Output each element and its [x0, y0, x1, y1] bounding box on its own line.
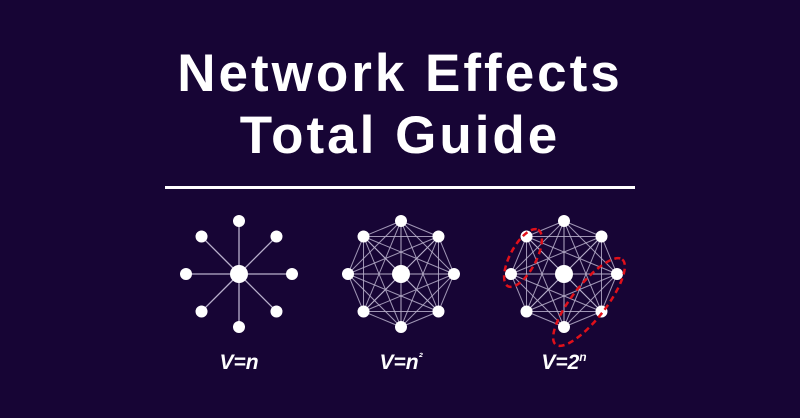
- label-groups: V=2n: [541, 350, 587, 374]
- center-node: [230, 265, 248, 283]
- edge: [601, 273, 618, 312]
- group-outline: [502, 227, 544, 289]
- node: [357, 305, 370, 318]
- node: [558, 321, 570, 333]
- edge: [438, 273, 455, 312]
- center-node: [392, 265, 410, 283]
- edge: [363, 236, 402, 328]
- node: [195, 230, 208, 243]
- edge: [347, 236, 364, 275]
- node: [357, 230, 370, 243]
- edge: [438, 236, 455, 275]
- node: [558, 215, 570, 227]
- node: [432, 305, 445, 318]
- node: [233, 215, 245, 227]
- edge: [363, 220, 402, 237]
- center-node: [555, 265, 573, 283]
- divider: [165, 186, 635, 189]
- edge: [526, 311, 565, 328]
- edge: [510, 273, 527, 312]
- node: [432, 230, 445, 243]
- node: [611, 268, 623, 280]
- label-mesh: V=n²: [379, 350, 423, 374]
- edge: [363, 236, 455, 275]
- node: [270, 305, 283, 318]
- edge: [347, 273, 364, 312]
- node: [395, 215, 407, 227]
- node: [270, 230, 283, 243]
- edge: [563, 220, 602, 237]
- node: [395, 321, 407, 333]
- node: [520, 230, 533, 243]
- label-star: V=n: [219, 351, 259, 374]
- edge: [563, 311, 602, 328]
- title-line-1: Network Effects: [177, 44, 623, 103]
- node: [595, 230, 608, 243]
- edge: [510, 236, 527, 275]
- edge: [400, 220, 439, 237]
- edge: [347, 273, 402, 328]
- edge: [526, 236, 565, 328]
- node: [448, 268, 460, 280]
- edge: [601, 236, 618, 275]
- node: [505, 268, 517, 280]
- edge: [526, 220, 565, 237]
- group-outline: [551, 256, 627, 348]
- node: [520, 305, 533, 318]
- node: [195, 305, 208, 318]
- title-line-2: Total Guide: [239, 106, 561, 165]
- edge: [400, 311, 439, 328]
- node: [180, 268, 192, 280]
- node: [233, 321, 245, 333]
- edge: [363, 311, 402, 328]
- node: [286, 268, 298, 280]
- node: [342, 268, 354, 280]
